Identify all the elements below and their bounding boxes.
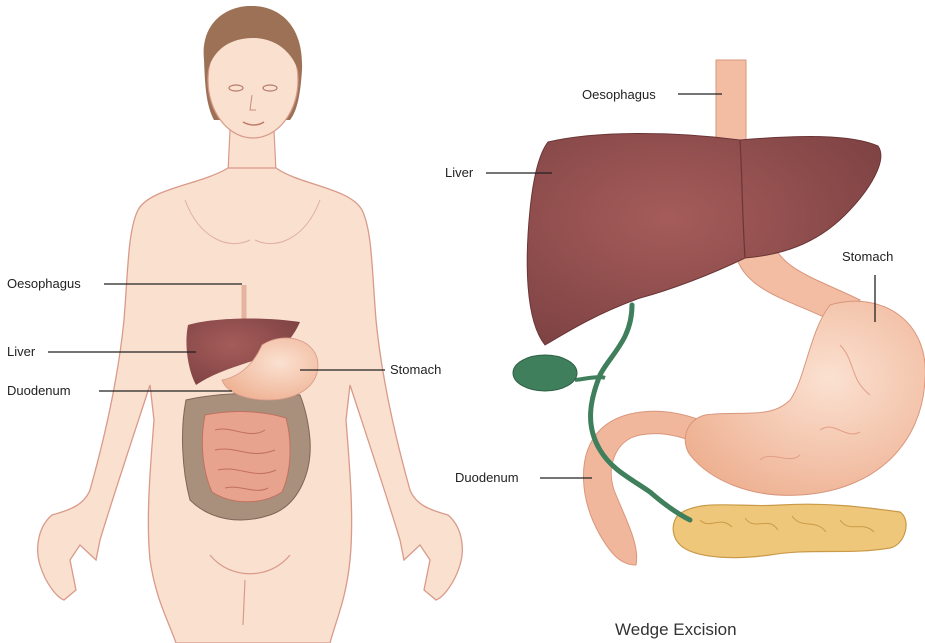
stomach-large [685, 301, 925, 495]
label-oesophagus-left: Oesophagus [7, 277, 81, 290]
label-duodenum-right: Duodenum [455, 471, 519, 484]
organ-closeup [513, 60, 925, 565]
label-stomach-right: Stomach [842, 250, 893, 263]
label-oesophagus-right: Oesophagus [582, 88, 656, 101]
oesophagus-large [716, 60, 746, 150]
body-figure [38, 6, 463, 643]
figure-caption: Wedge Excision [615, 620, 737, 640]
pancreas [673, 504, 906, 557]
label-liver-left: Liver [7, 345, 35, 358]
gallbladder [513, 355, 577, 391]
small-intestine [202, 412, 290, 502]
label-liver-right: Liver [445, 166, 473, 179]
label-duodenum-left: Duodenum [7, 384, 71, 397]
label-stomach-left: Stomach [390, 363, 441, 376]
